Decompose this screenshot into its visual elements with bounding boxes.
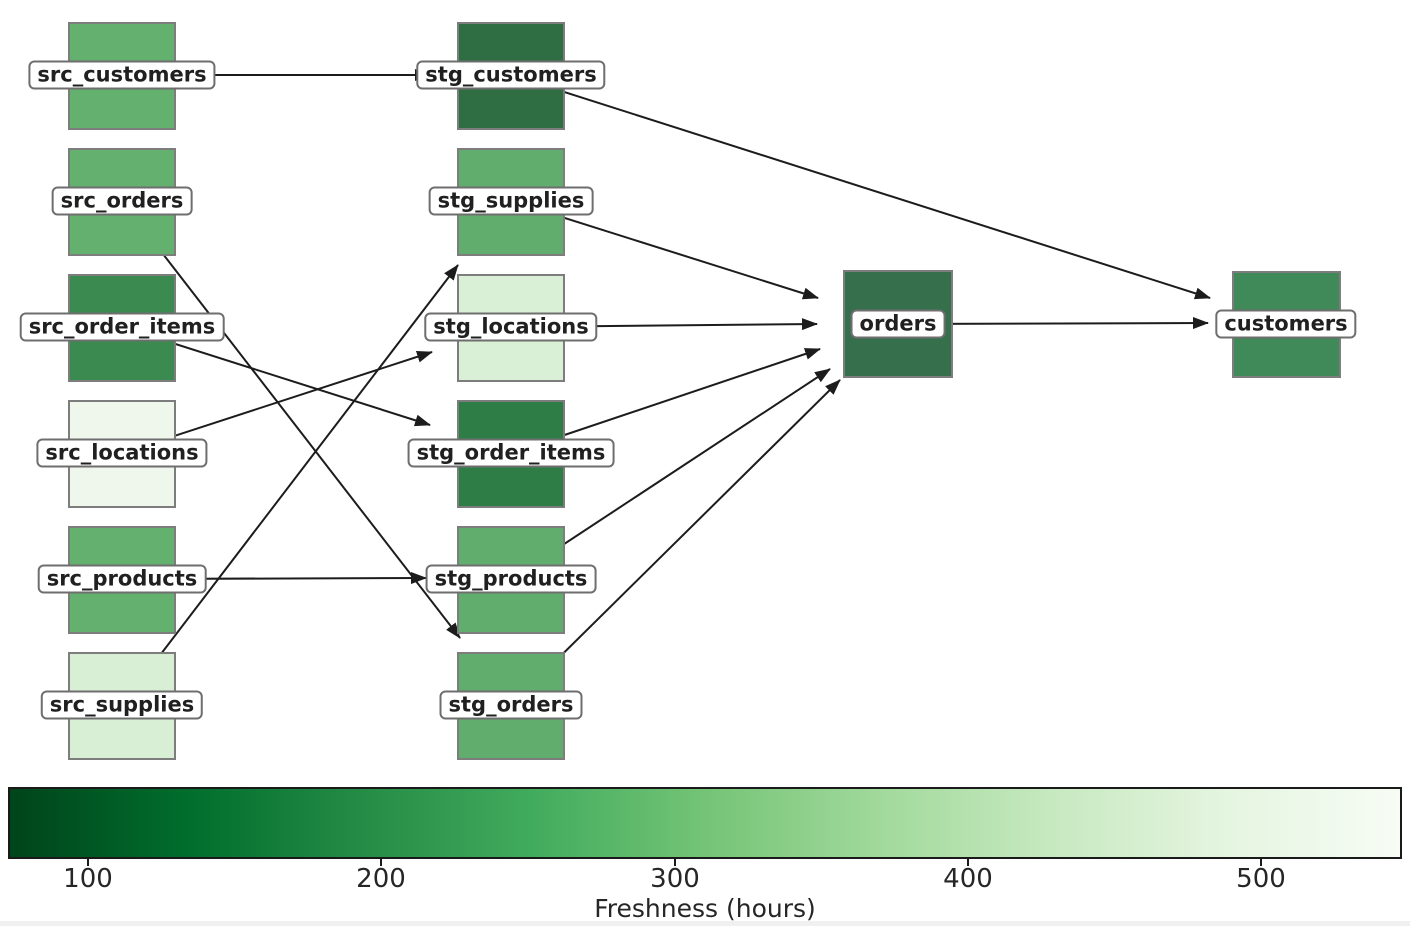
colorbar-tick-label-400: 400: [943, 864, 993, 894]
node-label-stg_supplies: stg_supplies: [428, 186, 594, 216]
colorbar-tick-500: [1260, 859, 1262, 866]
node-label-src_locations: src_locations: [36, 438, 208, 468]
node-label-orders: orders: [850, 309, 946, 339]
bottom-strip: [0, 921, 1410, 926]
node-label-src_customers: src_customers: [28, 60, 216, 90]
freshness-colorbar: [8, 787, 1402, 859]
node-label-src_supplies: src_supplies: [40, 690, 204, 720]
node-label-stg_products: stg_products: [425, 564, 597, 594]
edge-stg_orders-to-orders: [510, 379, 841, 706]
node-label-src_orders: src_orders: [51, 186, 193, 216]
edge-src_supplies-to-stg_supplies: [121, 264, 459, 706]
colorbar-tick-label-500: 500: [1236, 864, 1286, 894]
edge-src_orders-to-stg_orders: [121, 200, 461, 639]
colorbar-tick-label-200: 200: [356, 864, 406, 894]
colorbar-tick-200: [380, 859, 382, 866]
colorbar-tick-label-300: 300: [650, 864, 700, 894]
node-label-src_order_items: src_order_items: [19, 312, 225, 342]
colorbar-tick-label-100: 100: [63, 864, 113, 894]
colorbar-tick-100: [87, 859, 89, 866]
node-label-stg_orders: stg_orders: [439, 690, 583, 720]
node-label-customers: customers: [1215, 309, 1357, 339]
node-label-src_products: src_products: [37, 564, 207, 594]
node-label-stg_customers: stg_customers: [416, 60, 606, 90]
edge-stg_customers-to-customers: [510, 74, 1211, 300]
colorbar-tick-300: [674, 859, 676, 866]
node-label-stg_order_items: stg_order_items: [407, 438, 615, 468]
colorbar-axis-label: Freshness (hours): [594, 894, 816, 923]
colorbar-tick-400: [967, 859, 969, 866]
node-label-stg_locations: stg_locations: [424, 312, 598, 342]
